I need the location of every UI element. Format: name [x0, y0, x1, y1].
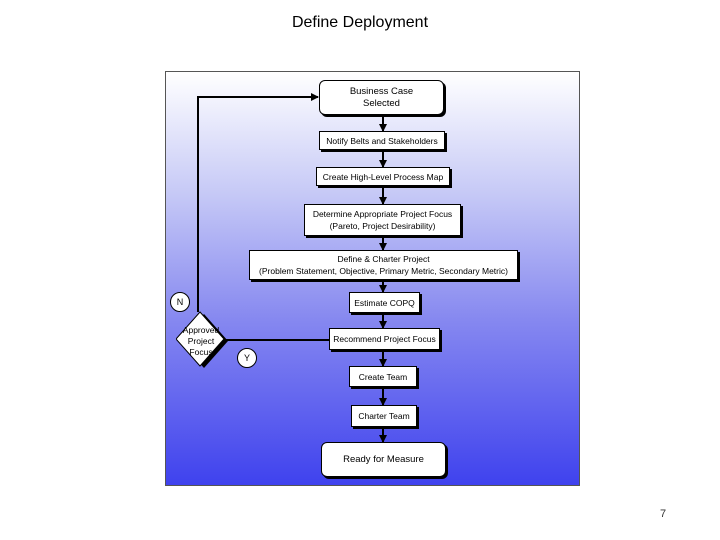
step-notify-belts: Notify Belts and Stakeholders — [319, 131, 445, 150]
step-business-case-selected: Business Case Selected — [319, 80, 444, 115]
slide-title: Define Deployment — [291, 14, 429, 31]
step-determine-project-focus: Determine Appropriate Project Focus (Par… — [304, 204, 461, 236]
step-estimate-copq: Estimate COPQ — [349, 292, 420, 313]
step-charter-team: Charter Team — [351, 405, 417, 427]
decision-yes-marker: Y — [237, 348, 257, 368]
step-ready-for-measure: Ready for Measure — [321, 442, 446, 477]
decision-label: Approved Project Focus — [182, 325, 220, 357]
step-create-process-map: Create High-Level Process Map — [316, 167, 450, 186]
step-create-team: Create Team — [349, 366, 417, 387]
step-recommend-project-focus: Recommend Project Focus — [329, 328, 440, 350]
decision-approved-project-focus: Approved Project Focus — [176, 310, 234, 368]
step-define-charter-project: Define & Charter Project (Problem Statem… — [249, 250, 518, 280]
page-number: 7 — [660, 508, 667, 520]
decision-no-marker: N — [170, 292, 190, 312]
